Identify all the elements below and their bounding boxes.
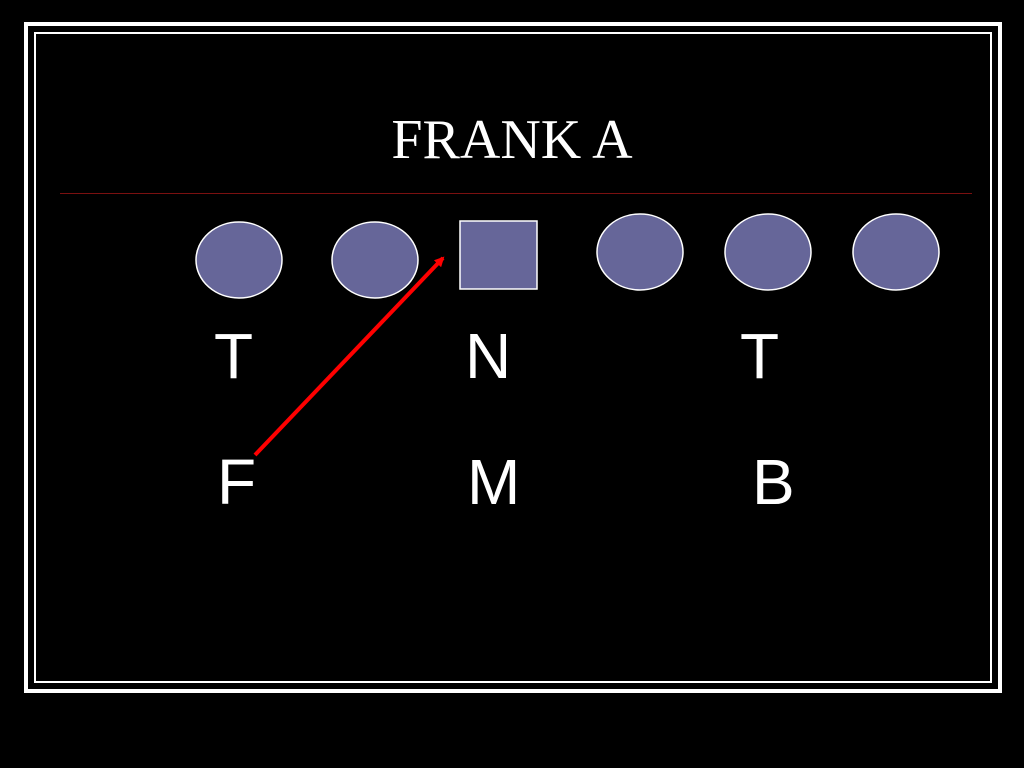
- label-tackle-right: T: [740, 320, 780, 392]
- slide-frame-inner: [34, 32, 992, 683]
- offense-player-circle-1: [195, 221, 283, 299]
- label-m: M: [467, 446, 521, 518]
- label-f: F: [217, 446, 257, 518]
- title-divider: [60, 193, 972, 194]
- offense-player-circle-2: [331, 221, 419, 299]
- label-nose: N: [465, 320, 512, 392]
- label-tackle-left: T: [214, 320, 254, 392]
- slide-frame-outer: [24, 22, 1002, 693]
- offense-player-circle-6: [852, 213, 940, 291]
- slide-title: FRANK A: [391, 109, 633, 171]
- offense-center-square: [459, 220, 538, 290]
- offense-player-circle-5: [724, 213, 812, 291]
- offense-player-circle-4: [596, 213, 684, 291]
- label-b: B: [752, 446, 795, 518]
- blitz-arrow: [253, 256, 445, 457]
